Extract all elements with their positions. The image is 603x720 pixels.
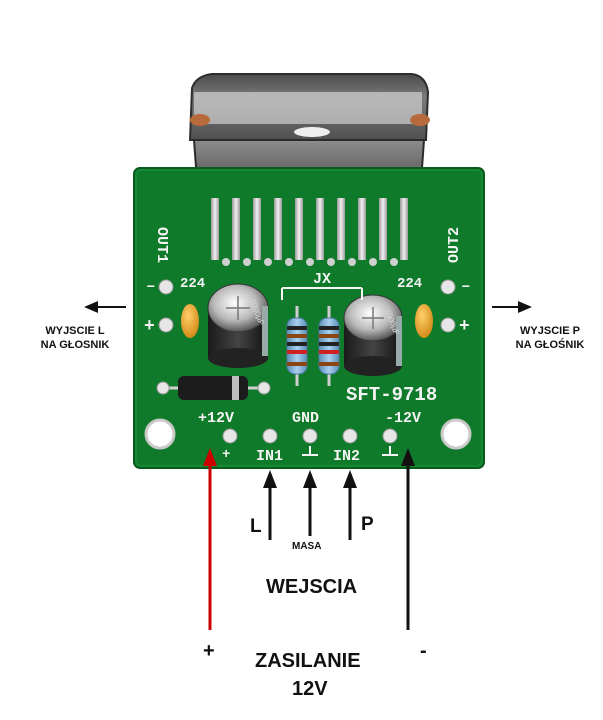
out1-label: OUT1 [153, 227, 170, 263]
diode [156, 376, 271, 400]
out2-pads [440, 279, 456, 333]
left-output-line1: WYJSCIE L [45, 325, 105, 337]
out2-minus: – [461, 277, 471, 295]
power-plus-arrow [203, 448, 217, 630]
minus12v-label: -12V [385, 410, 421, 427]
cap-left-label: 224 [180, 276, 205, 292]
in1-label: IN1 [256, 448, 283, 465]
zasilanie-label: ZASILANIE [255, 650, 361, 672]
electrolytic-capacitor-left [207, 283, 269, 368]
input-l-label: L [250, 516, 262, 537]
masa-label: MASA [292, 541, 322, 552]
plus12v-label: +12V [198, 410, 234, 427]
in2-label: IN2 [333, 448, 360, 465]
jumper-label: JX [313, 271, 331, 288]
electrolytic-capacitor-right [343, 294, 403, 376]
out1-pads [158, 279, 174, 333]
left-output-arrow [84, 301, 126, 313]
right-output-label: WYJSCIE P NA GŁOŚNIK [500, 324, 600, 352]
input-p-arrow [343, 470, 357, 540]
masa-arrow [303, 470, 317, 536]
input-p-label: P [361, 514, 374, 535]
right-output-arrow [492, 301, 532, 313]
ic-pins [211, 198, 408, 266]
wejscia-label: WEJSCIA [266, 576, 358, 598]
cap-right-label: 224 [397, 276, 422, 292]
gnd-label: GND [292, 410, 319, 427]
model-label: SFT-9718 [346, 384, 437, 406]
jumper-marking [281, 287, 363, 300]
input-pads [222, 428, 398, 444]
out1-minus: – [146, 277, 156, 295]
left-output-line2: NA GŁOSNIK [40, 339, 110, 351]
out2-label: OUT2 [446, 227, 463, 263]
power-plus-label: + [203, 640, 215, 662]
out1-plus: + [144, 317, 155, 337]
ceramic-capacitor-right [415, 304, 433, 338]
left-output-label: WYJSCIE L NA GŁOSNIK [26, 324, 124, 352]
out2-plus: + [459, 317, 470, 337]
resistor-left [286, 306, 308, 386]
mounting-holes [144, 418, 472, 450]
voltage-label: 12V [292, 678, 328, 700]
resistor-right [318, 306, 340, 386]
right-output-line2: NA GŁOŚNIK [515, 339, 585, 351]
power-plus-pad-label: + [222, 447, 230, 463]
power-minus-label: - [420, 640, 427, 662]
ceramic-capacitor-left [181, 304, 199, 338]
ground-symbols [302, 446, 398, 456]
input-l-arrow [263, 470, 277, 540]
right-output-line1: WYJSCIE P [520, 325, 580, 337]
power-minus-arrow [401, 448, 415, 630]
